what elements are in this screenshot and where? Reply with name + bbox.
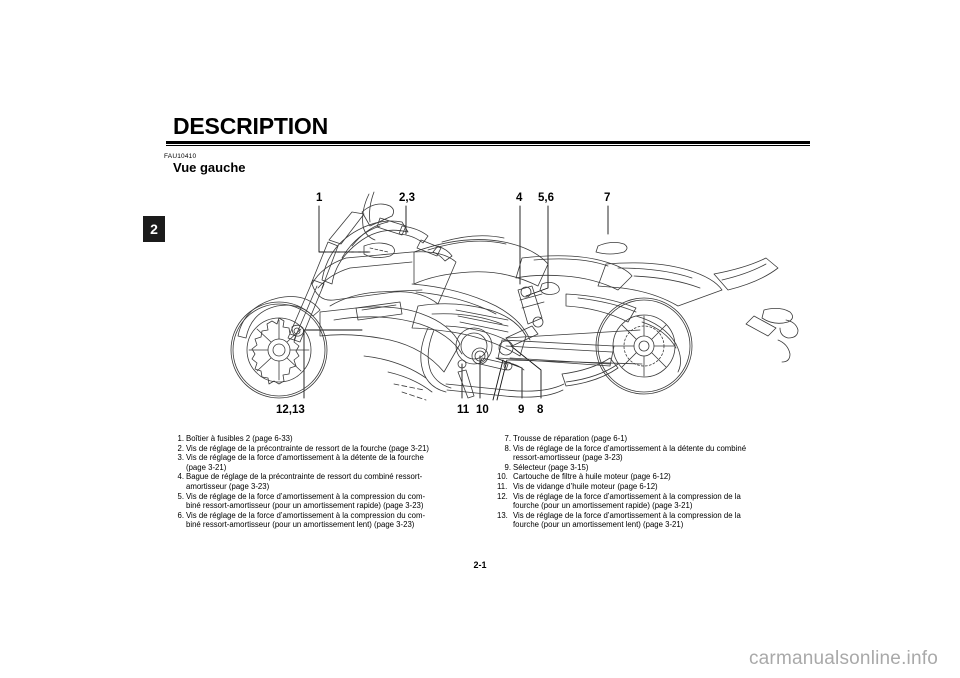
callout-label-4: 4	[516, 192, 523, 204]
legend-text: Trousse de réparation (page 6-1)	[513, 434, 628, 443]
legend-item: 10. Cartouche de filtre à huile moteur (…	[497, 472, 810, 482]
legend-item: 13. Vis de réglage de la force d’amortis…	[497, 511, 810, 530]
legend-text: Boîtier à fusibles 2 (page 6-33)	[186, 434, 293, 443]
legend-column-left: 1. Boîtier à fusibles 2 (page 6-33) 2. V…	[170, 434, 483, 530]
legend-text: Vis de vidange d’huile moteur (page 6-12…	[513, 481, 658, 491]
legend-text: Vis de réglage de la force d’amortisseme…	[513, 444, 810, 463]
callout-label-2-3: 2,3	[399, 192, 415, 204]
legend-text-line1: Bague de réglage de la précontrainte de …	[186, 472, 423, 482]
site-watermark: carmanualsonline.info	[748, 648, 938, 669]
legend-text: Vis de réglage de la force d’amortisseme…	[186, 492, 483, 511]
legend-text-line1: Vis de réglage de la force d’amortisseme…	[186, 491, 426, 501]
header-rule-gap	[166, 143, 810, 146]
legend-text-line2: ressort-amortisseur (page 3-23)	[513, 453, 623, 463]
legend-text: Bague de réglage de la précontrainte de …	[186, 472, 483, 491]
legend-item: 7. Trousse de réparation (page 6-1)	[497, 434, 810, 444]
legend-text-line2: (page 3-21)	[186, 462, 227, 472]
legend-item: 11. Vis de vidange d’huile moteur (page …	[497, 482, 810, 492]
legend-number: 1.	[177, 434, 184, 443]
legend-number: 5.	[177, 491, 184, 501]
page-number: 2-1	[473, 560, 487, 570]
page-title: DESCRIPTION	[173, 113, 328, 139]
chapter-tab: 2	[143, 216, 165, 242]
motorcycle-line-drawing	[230, 191, 799, 401]
callout-label-10: 10	[476, 404, 489, 416]
callout-label-8: 8	[537, 404, 544, 416]
legend-text-line2: biné ressort-amortisseur (pour un amorti…	[186, 501, 424, 511]
callout-label-11: 11	[457, 404, 470, 416]
legend-text: Vis de réglage de la précontrainte de re…	[186, 443, 430, 453]
legend-text-line1: Vis de réglage de la force d’amortisseme…	[513, 491, 741, 501]
legend-item: 4. Bague de réglage de la précontrainte …	[170, 472, 483, 491]
legend-number: 6.	[177, 510, 184, 520]
legend-number: 4.	[177, 472, 184, 482]
legend-text: Vis de réglage de la force d’amortisseme…	[513, 511, 810, 530]
legend-text: Sélecteur (page 3-15)	[513, 462, 589, 472]
header-rule	[166, 141, 810, 147]
legend-number: 9.	[504, 462, 511, 472]
legend-number: 13.	[497, 510, 508, 520]
figure-left-side-view: 1 2,3 4 5,6 7 12,13 11 10 9 8	[166, 188, 810, 424]
legend-number: 12.	[497, 491, 508, 501]
header-rule-thick	[166, 141, 810, 144]
legend-text-line2: fourche (pour un amortissement lent) (pa…	[513, 520, 684, 530]
legend-number: 2.	[177, 443, 184, 453]
legend-number: 11.	[497, 481, 508, 491]
callout-label-1: 1	[316, 192, 323, 204]
legend-item: 12. Vis de réglage de la force d’amortis…	[497, 492, 810, 511]
legend-item: 5. Vis de réglage de la force d’amortiss…	[170, 492, 483, 511]
callout-label-9: 9	[518, 404, 525, 416]
legend-text-line2: biné ressort-amortisseur (pour un amorti…	[186, 520, 415, 530]
legend-number: 8.	[504, 443, 511, 453]
legend-text-line2: amortisseur (page 3-23)	[186, 481, 270, 491]
callout-label-7: 7	[604, 192, 611, 204]
legend-text: Vis de réglage de la force d’amortisseme…	[186, 511, 483, 530]
legend-text-line1: Vis de réglage de la force d’amortisseme…	[186, 453, 424, 463]
legend-text: Cartouche de filtre à huile moteur (page…	[513, 472, 671, 482]
legend-column-right: 7. Trousse de réparation (page 6-1) 8. V…	[497, 434, 810, 530]
legend-item: 9. Sélecteur (page 3-15)	[497, 463, 810, 473]
header-rule-thin	[166, 145, 810, 147]
figure-legend: 1. Boîtier à fusibles 2 (page 6-33) 2. V…	[170, 434, 810, 530]
legend-text-line1: Vis de réglage de la force d’amortisseme…	[186, 510, 426, 520]
callout-label-12-13: 12,13	[276, 404, 305, 416]
legend-item: 6. Vis de réglage de la force d’amortiss…	[170, 511, 483, 530]
legend-item: 2. Vis de réglage de la précontrainte de…	[170, 444, 483, 454]
legend-number: 3.	[177, 453, 184, 463]
legend-item: 8. Vis de réglage de la force d’amortiss…	[497, 444, 810, 463]
legend-text-line2: fourche (pour un amortissement rapide) (…	[513, 501, 693, 511]
legend-item: 1. Boîtier à fusibles 2 (page 6-33)	[170, 434, 483, 444]
legend-text: Vis de réglage de la force d’amortisseme…	[186, 453, 483, 472]
legend-number: 7.	[504, 434, 511, 443]
legend-text: Vis de réglage de la force d’amortisseme…	[513, 492, 810, 511]
reference-code: FAU10410	[164, 153, 197, 160]
section-heading: Vue gauche	[173, 160, 246, 175]
legend-number: 10.	[497, 472, 508, 482]
legend-item: 3. Vis de réglage de la force d’amortiss…	[170, 453, 483, 472]
callout-label-5-6: 5,6	[538, 192, 554, 204]
legend-text-line1: Vis de réglage de la force d’amortisseme…	[513, 443, 747, 453]
legend-text-line1: Vis de réglage de la force d’amortisseme…	[513, 510, 741, 520]
